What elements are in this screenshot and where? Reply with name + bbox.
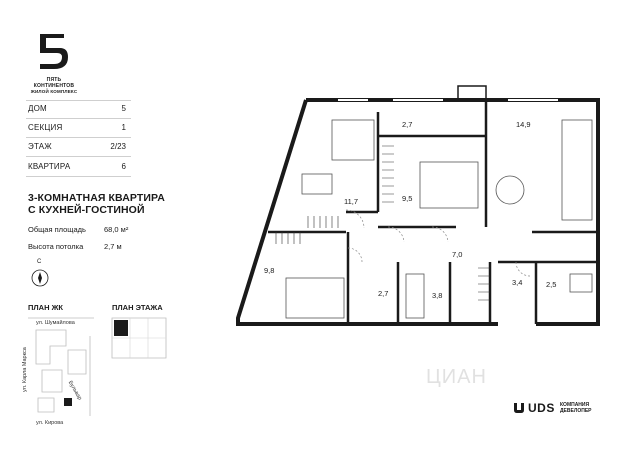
logo-line-1: ПЯТЬ bbox=[46, 77, 62, 83]
area-room-bottom: 9,8 bbox=[264, 266, 275, 275]
spec-value-apartment: 6 bbox=[121, 162, 126, 171]
apartment-title-line-1: 3-КОМНАТНАЯ КВАРТИРА bbox=[28, 192, 165, 204]
spec-value-section: 1 bbox=[121, 123, 126, 132]
area-loggia: 2,7 bbox=[402, 120, 413, 129]
complex-site-map bbox=[26, 316, 96, 422]
area-wc-2: 2,5 bbox=[546, 280, 557, 289]
developer-sub-2: ДЕВЕЛОПЕР bbox=[560, 408, 592, 414]
spec-value-house: 5 bbox=[121, 104, 126, 113]
total-area-label: Общая площадь bbox=[28, 225, 86, 234]
logo-five-mark bbox=[40, 34, 68, 69]
compass-icon bbox=[30, 268, 50, 288]
floor-key-plan bbox=[104, 314, 174, 364]
spec-label-floor: ЭТАЖ bbox=[28, 142, 52, 151]
spec-value-floor: 2/23 bbox=[110, 142, 126, 151]
developer-sub-1: КОМПАНИЯ bbox=[560, 402, 590, 408]
logo-line-3: ЖИЛОЙ КОМПЛЕКС bbox=[30, 89, 78, 94]
complex-logo: ПЯТЬ КОНТИНЕНТОВ ЖИЛОЙ КОМПЛЕКС bbox=[24, 32, 84, 94]
ceiling-height-label: Высота потолка bbox=[28, 242, 84, 251]
apartment-title-line-2: С КУХНЕЙ-ГОСТИНОЙ bbox=[28, 204, 145, 216]
complex-plan-title: ПЛАН ЖК bbox=[28, 303, 63, 312]
spec-label-section: СЕКЦИЯ bbox=[28, 123, 63, 132]
area-hall: 7,0 bbox=[452, 250, 463, 259]
total-area-value: 68,0 м² bbox=[104, 225, 129, 234]
logo-line-2: КОНТИНЕНТОВ bbox=[33, 83, 75, 89]
street-shumaylova: ул. Шумайлова bbox=[36, 320, 75, 326]
compass-north-label: С bbox=[37, 259, 42, 265]
developer-logo-icon bbox=[512, 401, 526, 415]
street-kirova: ул. Кирова bbox=[36, 420, 64, 426]
area-kitchen-living: 14,9 bbox=[516, 120, 531, 129]
area-bathroom: 3,8 bbox=[432, 291, 443, 300]
watermark: ЦИАН bbox=[426, 366, 487, 388]
area-room-left: 11,7 bbox=[344, 197, 359, 206]
apartment-floor-plan bbox=[228, 82, 608, 372]
floor-plan-title: ПЛАН ЭТАЖА bbox=[112, 303, 163, 312]
ceiling-height-value: 2,7 м bbox=[104, 242, 122, 251]
area-corridor: 3,4 bbox=[512, 278, 523, 287]
developer-brand: UDS bbox=[528, 401, 555, 415]
spec-label-house: ДОМ bbox=[28, 104, 47, 113]
spec-label-apartment: КВАРТИРА bbox=[28, 162, 71, 171]
area-bedroom: 9,5 bbox=[402, 194, 413, 203]
area-wc-1: 2,7 bbox=[378, 289, 389, 298]
street-karla-marksa: ул. Карла Маркса bbox=[22, 347, 28, 392]
